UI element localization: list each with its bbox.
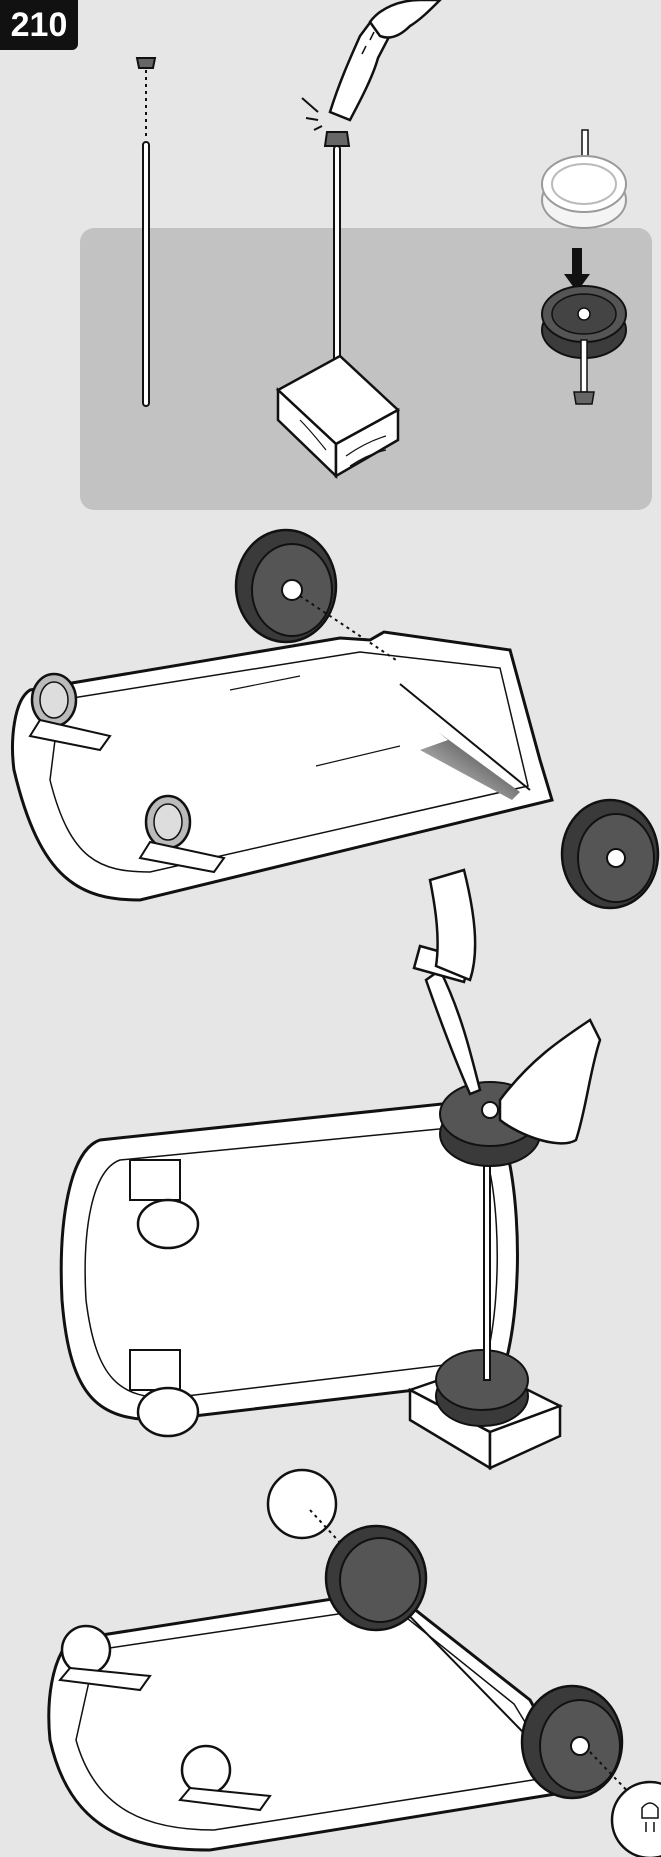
cart-base <box>49 1590 580 1850</box>
axle-cap-icon <box>325 132 349 146</box>
wheel-icon <box>522 1686 622 1798</box>
hand-icon <box>370 0 440 38</box>
wheel-ghost-icon <box>542 130 626 228</box>
panel-hubcap-install <box>49 1470 661 1857</box>
panel-axle-cap-prep <box>80 0 652 510</box>
wheel-icon <box>236 530 336 642</box>
wheel-icon <box>562 800 658 908</box>
panel-hammer-cap <box>61 870 600 1468</box>
hubcap-icon <box>612 1782 661 1857</box>
panel-slide-axle <box>13 530 658 908</box>
hand-icon <box>430 870 475 980</box>
wheel-icon <box>326 1526 426 1630</box>
gray-step-panel <box>80 228 652 510</box>
hand-icon <box>500 1020 600 1143</box>
wheel-icon <box>436 1350 528 1426</box>
impact-lines <box>302 98 322 130</box>
